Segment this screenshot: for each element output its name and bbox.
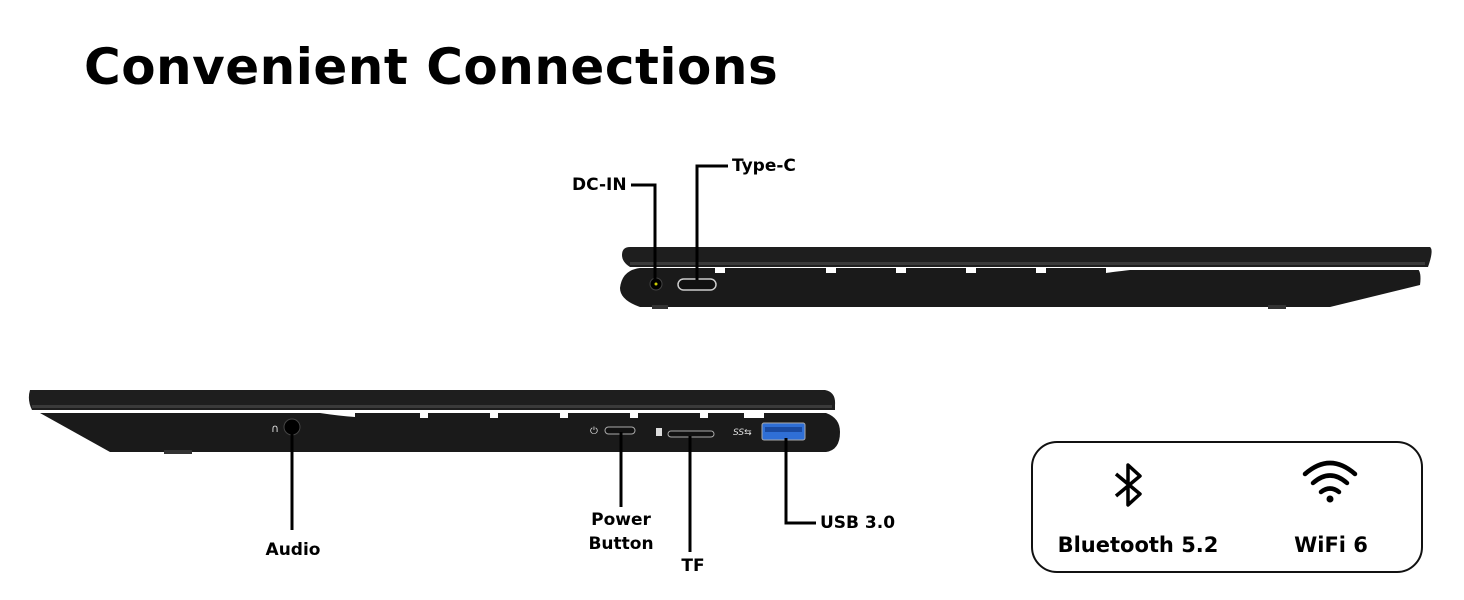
power-button-label-line2: Button (588, 534, 654, 554)
tf-label: TF (681, 556, 705, 576)
wifi-icon (1302, 460, 1358, 495)
power-button-label-line1: Power (591, 510, 651, 530)
wireless-box (1031, 441, 1423, 573)
power-icon: ⏻ (590, 426, 598, 437)
laptop-right-side-view: ∩ ⏻ SS⇆ (28, 390, 840, 552)
bluetooth-icon (1114, 463, 1142, 507)
headphone-icon: ∩ (271, 422, 279, 435)
laptop-left-side-view (620, 164, 1432, 309)
type-c-label: Type-C (732, 156, 796, 176)
bluetooth-label: Bluetooth 5.2 (1057, 533, 1219, 557)
dc-in-label: DC-IN (572, 175, 627, 195)
usb-label: USB 3.0 (820, 513, 896, 533)
svg-text:SS⇆: SS⇆ (733, 428, 752, 438)
wifi-label: WiFi 6 (1294, 533, 1368, 557)
audio-label: Audio (265, 540, 321, 560)
page-title: Convenient Connections (84, 38, 779, 96)
